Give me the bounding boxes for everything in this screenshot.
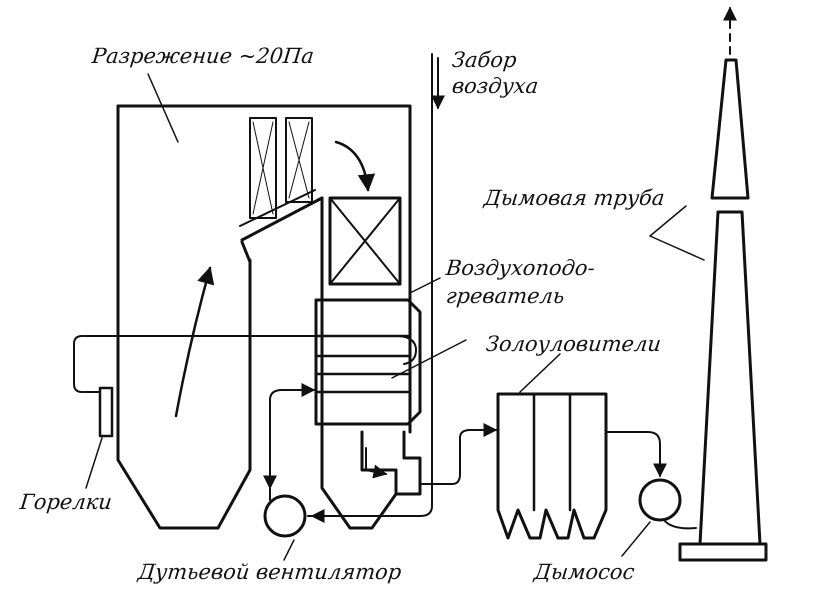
label-air-heater-1: Воздухоподо- bbox=[444, 256, 597, 280]
label-forced-draft-fan: Дутьевой вентилятор bbox=[136, 560, 403, 584]
leader-lines bbox=[85, 73, 705, 561]
burner bbox=[98, 386, 114, 438]
air-heater bbox=[314, 298, 422, 426]
cold-air-duct bbox=[269, 383, 316, 501]
chimney-stack bbox=[678, 6, 768, 562]
ash-collectors bbox=[496, 392, 608, 540]
label-air-intake-1: Забор bbox=[450, 48, 518, 72]
superheater-panels bbox=[249, 117, 313, 219]
flue-duct bbox=[419, 423, 498, 485]
label-ash-collectors: Золоуловители bbox=[484, 332, 663, 356]
furnace-gas-arrow bbox=[174, 266, 215, 418]
hot-air-duct bbox=[73, 335, 417, 393]
furnace bbox=[116, 104, 412, 530]
label-smoke-exhauster: Дымосос bbox=[532, 560, 636, 584]
label-air-heater-2: греватель bbox=[444, 284, 566, 308]
smoke-exhauster-symbol bbox=[638, 478, 682, 522]
label-vacuum: Разрежение ~20Па bbox=[90, 44, 316, 68]
top-gas-arrow bbox=[334, 140, 376, 192]
label-chimney: Дымовая труба bbox=[482, 186, 666, 210]
economizer bbox=[328, 196, 402, 286]
flue-gas-hopper bbox=[320, 428, 422, 530]
label-burners: Горелки bbox=[18, 490, 114, 514]
forced-draft-fan-symbol bbox=[263, 494, 307, 538]
air-intake-line bbox=[307, 53, 433, 517]
collector-outlet-duct bbox=[605, 431, 667, 478]
label-air-intake-2: воздуха bbox=[450, 74, 540, 98]
exhauster-to-chimney bbox=[663, 519, 697, 530]
